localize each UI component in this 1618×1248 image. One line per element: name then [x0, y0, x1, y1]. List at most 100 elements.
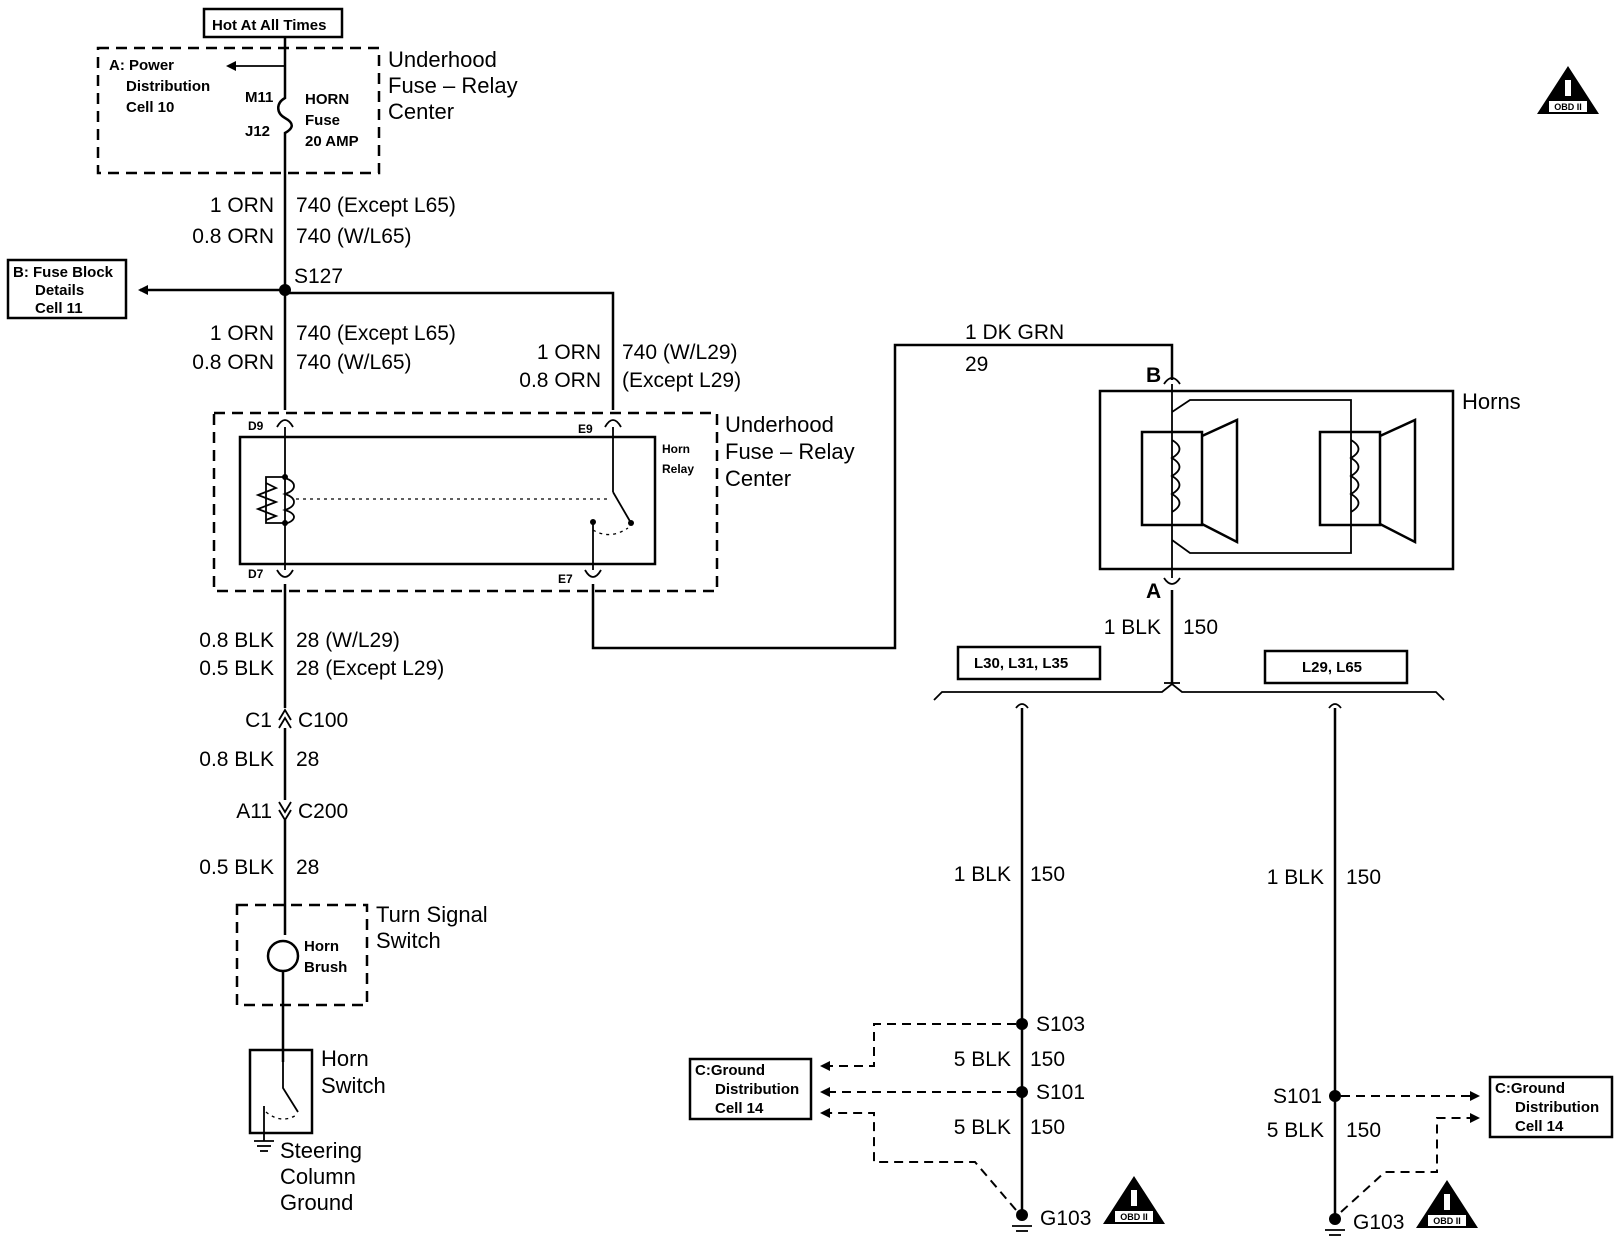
svg-text:0.5 BLK: 0.5 BLK	[199, 657, 274, 680]
connector-d7	[276, 569, 294, 578]
ground-g103-right-label: G103	[1353, 1211, 1404, 1234]
svg-text:28 (Except L29): 28 (Except L29)	[296, 657, 444, 680]
svg-text:0.5 BLK: 0.5 BLK	[199, 856, 274, 879]
obd-ii-warning-icon-right-ground: OBD II	[1416, 1180, 1478, 1228]
svg-text:A: A	[1146, 580, 1161, 603]
svg-text:Cell 14: Cell 14	[715, 1100, 764, 1117]
svg-text:5 BLK: 5 BLK	[1267, 1119, 1324, 1142]
steering-column-ground-symbol	[254, 1133, 274, 1152]
svg-text:Cell 11: Cell 11	[35, 300, 83, 317]
splice-s103	[1016, 1018, 1028, 1030]
relay-switch-arm	[612, 491, 632, 524]
connector-e9	[604, 419, 622, 428]
svg-text:Horns: Horns	[1462, 389, 1521, 414]
ground-g103-right-symbol	[1325, 1213, 1345, 1236]
splice-s101-left-label: S101	[1036, 1081, 1085, 1104]
svg-text:(Except L29): (Except L29)	[622, 369, 741, 392]
svg-text:0.8 BLK: 0.8 BLK	[199, 629, 274, 652]
horns-component: Horns B A	[1098, 364, 1521, 603]
svg-text:5 BLK: 5 BLK	[954, 1116, 1011, 1139]
svg-text:Horn: Horn	[662, 442, 690, 456]
svg-text:Turn Signal: Turn Signal	[376, 902, 488, 927]
splice-s101-left	[1016, 1086, 1028, 1098]
wire-28-low-labels: 0.5 BLK 28	[199, 856, 319, 879]
right-branch-top-labels: 1 BLK 150	[1267, 866, 1381, 889]
svg-text:1 BLK: 1 BLK	[1267, 866, 1324, 889]
svg-text:Cell 10: Cell 10	[126, 99, 174, 116]
svg-text:Cell 14: Cell 14	[1515, 1118, 1564, 1135]
svg-text:740 (W/L65): 740 (W/L65)	[296, 225, 412, 248]
dashed-link-g103-right	[1340, 1113, 1480, 1213]
svg-text:Fuse – Relay: Fuse – Relay	[388, 73, 518, 98]
svg-text:Center: Center	[388, 99, 454, 124]
svg-text:Distribution: Distribution	[715, 1081, 799, 1098]
wire-29-dk-grn	[591, 343, 1174, 650]
connector-c200	[278, 801, 292, 822]
svg-text:HORN: HORN	[305, 91, 349, 108]
svg-text:E9: E9	[578, 422, 593, 436]
svg-text:M11: M11	[245, 89, 273, 106]
horn-connector-a	[1163, 577, 1181, 585]
underhood-fuse-relay-center-relay: D9 E9 D7 E7 Horn Relay Underhood Fuse – …	[212, 411, 855, 593]
obd-ii-warning-icon-left-ground: OBD II	[1103, 1176, 1165, 1224]
horn-switch: Horn Switch	[248, 1046, 386, 1135]
svg-text:B: B	[1146, 364, 1161, 387]
horn-brush-symbol	[266, 939, 300, 973]
svg-text:D9: D9	[248, 419, 264, 433]
hot-at-all-times-label: Hot At All Times	[202, 7, 344, 39]
svg-text:A11: A11	[236, 800, 272, 823]
ground-g103-left-label: G103	[1040, 1207, 1091, 1230]
connector-left-branch-top	[1015, 703, 1029, 709]
svg-text:Hot At All Times: Hot At All Times	[212, 17, 326, 34]
connector-c100-labels: C1 C100	[245, 709, 348, 732]
svg-text:Column: Column	[280, 1164, 356, 1189]
svg-text:0.8 ORN: 0.8 ORN	[519, 369, 601, 392]
svg-text:Ground: Ground	[280, 1190, 353, 1215]
ref-b-fuse-block-details: B: Fuse Block Details Cell 11	[6, 258, 128, 320]
svg-text:L29, L65: L29, L65	[1302, 659, 1362, 676]
svg-text:B: Fuse Block: B: Fuse Block	[13, 264, 114, 281]
svg-text:Fuse – Relay: Fuse – Relay	[725, 439, 855, 464]
ref-c-ground-distribution-right: C:Ground Distribution Cell 14	[1488, 1075, 1614, 1139]
svg-text:Distribution: Distribution	[1515, 1099, 1599, 1116]
svg-text:150: 150	[1030, 863, 1065, 886]
svg-text:150: 150	[1346, 1119, 1381, 1142]
obd-ii-warning-icon-top: OBD II	[1537, 66, 1599, 114]
wire-740-right-labels: 1 ORN 740 (W/L29) 0.8 ORN (Except L29)	[519, 341, 741, 392]
horn-connector-b	[1163, 377, 1181, 385]
svg-text:20 AMP: 20 AMP	[305, 133, 359, 150]
turn-signal-switch: Horn Brush Turn Signal Switch	[235, 902, 488, 1007]
svg-text:Horn: Horn	[304, 938, 339, 955]
horn-fuse-symbol	[277, 38, 293, 180]
horn-1	[1140, 418, 1239, 545]
connector-e7	[584, 569, 602, 578]
horn-switch-arm	[282, 1058, 299, 1113]
horn-2	[1318, 418, 1417, 545]
svg-text:C100: C100	[298, 709, 348, 732]
svg-text:1 DK GRN: 1 DK GRN	[965, 321, 1064, 344]
svg-text:150: 150	[1030, 1116, 1065, 1139]
svg-text:J12: J12	[245, 123, 270, 140]
relay-resistor	[255, 482, 279, 521]
svg-text:150: 150	[1183, 616, 1218, 639]
svg-text:C:Ground: C:Ground	[1495, 1080, 1565, 1097]
relay-diode-path	[265, 476, 285, 524]
left-branch-top-labels: 1 BLK 150	[954, 863, 1065, 886]
ref-c-ground-distribution-left: C:Ground Distribution Cell 14	[688, 1057, 813, 1121]
svg-text:OBD II: OBD II	[1120, 1212, 1148, 1222]
wire-28-labels: 0.8 BLK 28 (W/L29) 0.5 BLK 28 (Except L2…	[199, 629, 444, 680]
connector-right-branch-top	[1328, 703, 1342, 709]
svg-text:28 (W/L29): 28 (W/L29)	[296, 629, 400, 652]
svg-text:Switch: Switch	[321, 1073, 386, 1098]
svg-text:Details: Details	[35, 282, 84, 299]
left-branch-mid-labels: 5 BLK 150	[954, 1048, 1065, 1071]
svg-text:C200: C200	[298, 800, 348, 823]
svg-text:OBD II: OBD II	[1433, 1216, 1461, 1226]
svg-text:C1: C1	[245, 709, 272, 732]
svg-text:740 (Except L65): 740 (Except L65)	[296, 322, 456, 345]
svg-text:1 ORN: 1 ORN	[210, 194, 274, 217]
svg-text:150: 150	[1346, 866, 1381, 889]
svg-text:1 BLK: 1 BLK	[954, 863, 1011, 886]
ground-g103-left-symbol	[1012, 1209, 1032, 1232]
wire-740-branch-e9	[285, 291, 615, 410]
